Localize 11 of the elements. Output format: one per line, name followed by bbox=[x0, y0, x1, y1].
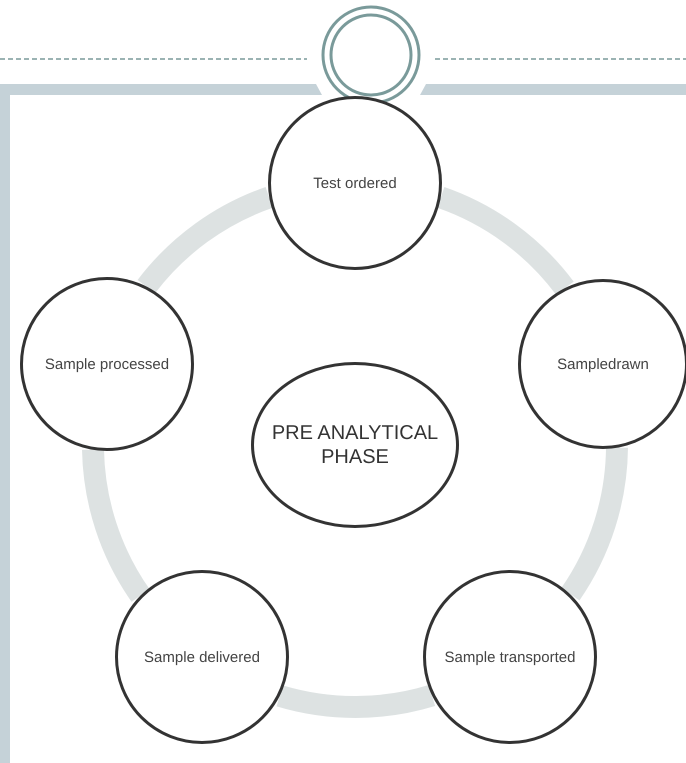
ring-connector bbox=[82, 448, 150, 602]
step-label: Sample transported bbox=[444, 648, 576, 666]
phase-title: PRE ANALYTICAL PHASE bbox=[270, 421, 440, 469]
step-label: Sample processed bbox=[44, 354, 170, 374]
ring-connector bbox=[138, 187, 274, 294]
step-label: Sample delivered bbox=[144, 648, 260, 666]
ring-connector bbox=[436, 187, 574, 296]
step-label: Test ordered bbox=[313, 174, 397, 192]
ring-connector bbox=[277, 684, 434, 718]
ring-connector bbox=[561, 446, 628, 600]
step-label: Sampledrawn bbox=[557, 354, 649, 374]
